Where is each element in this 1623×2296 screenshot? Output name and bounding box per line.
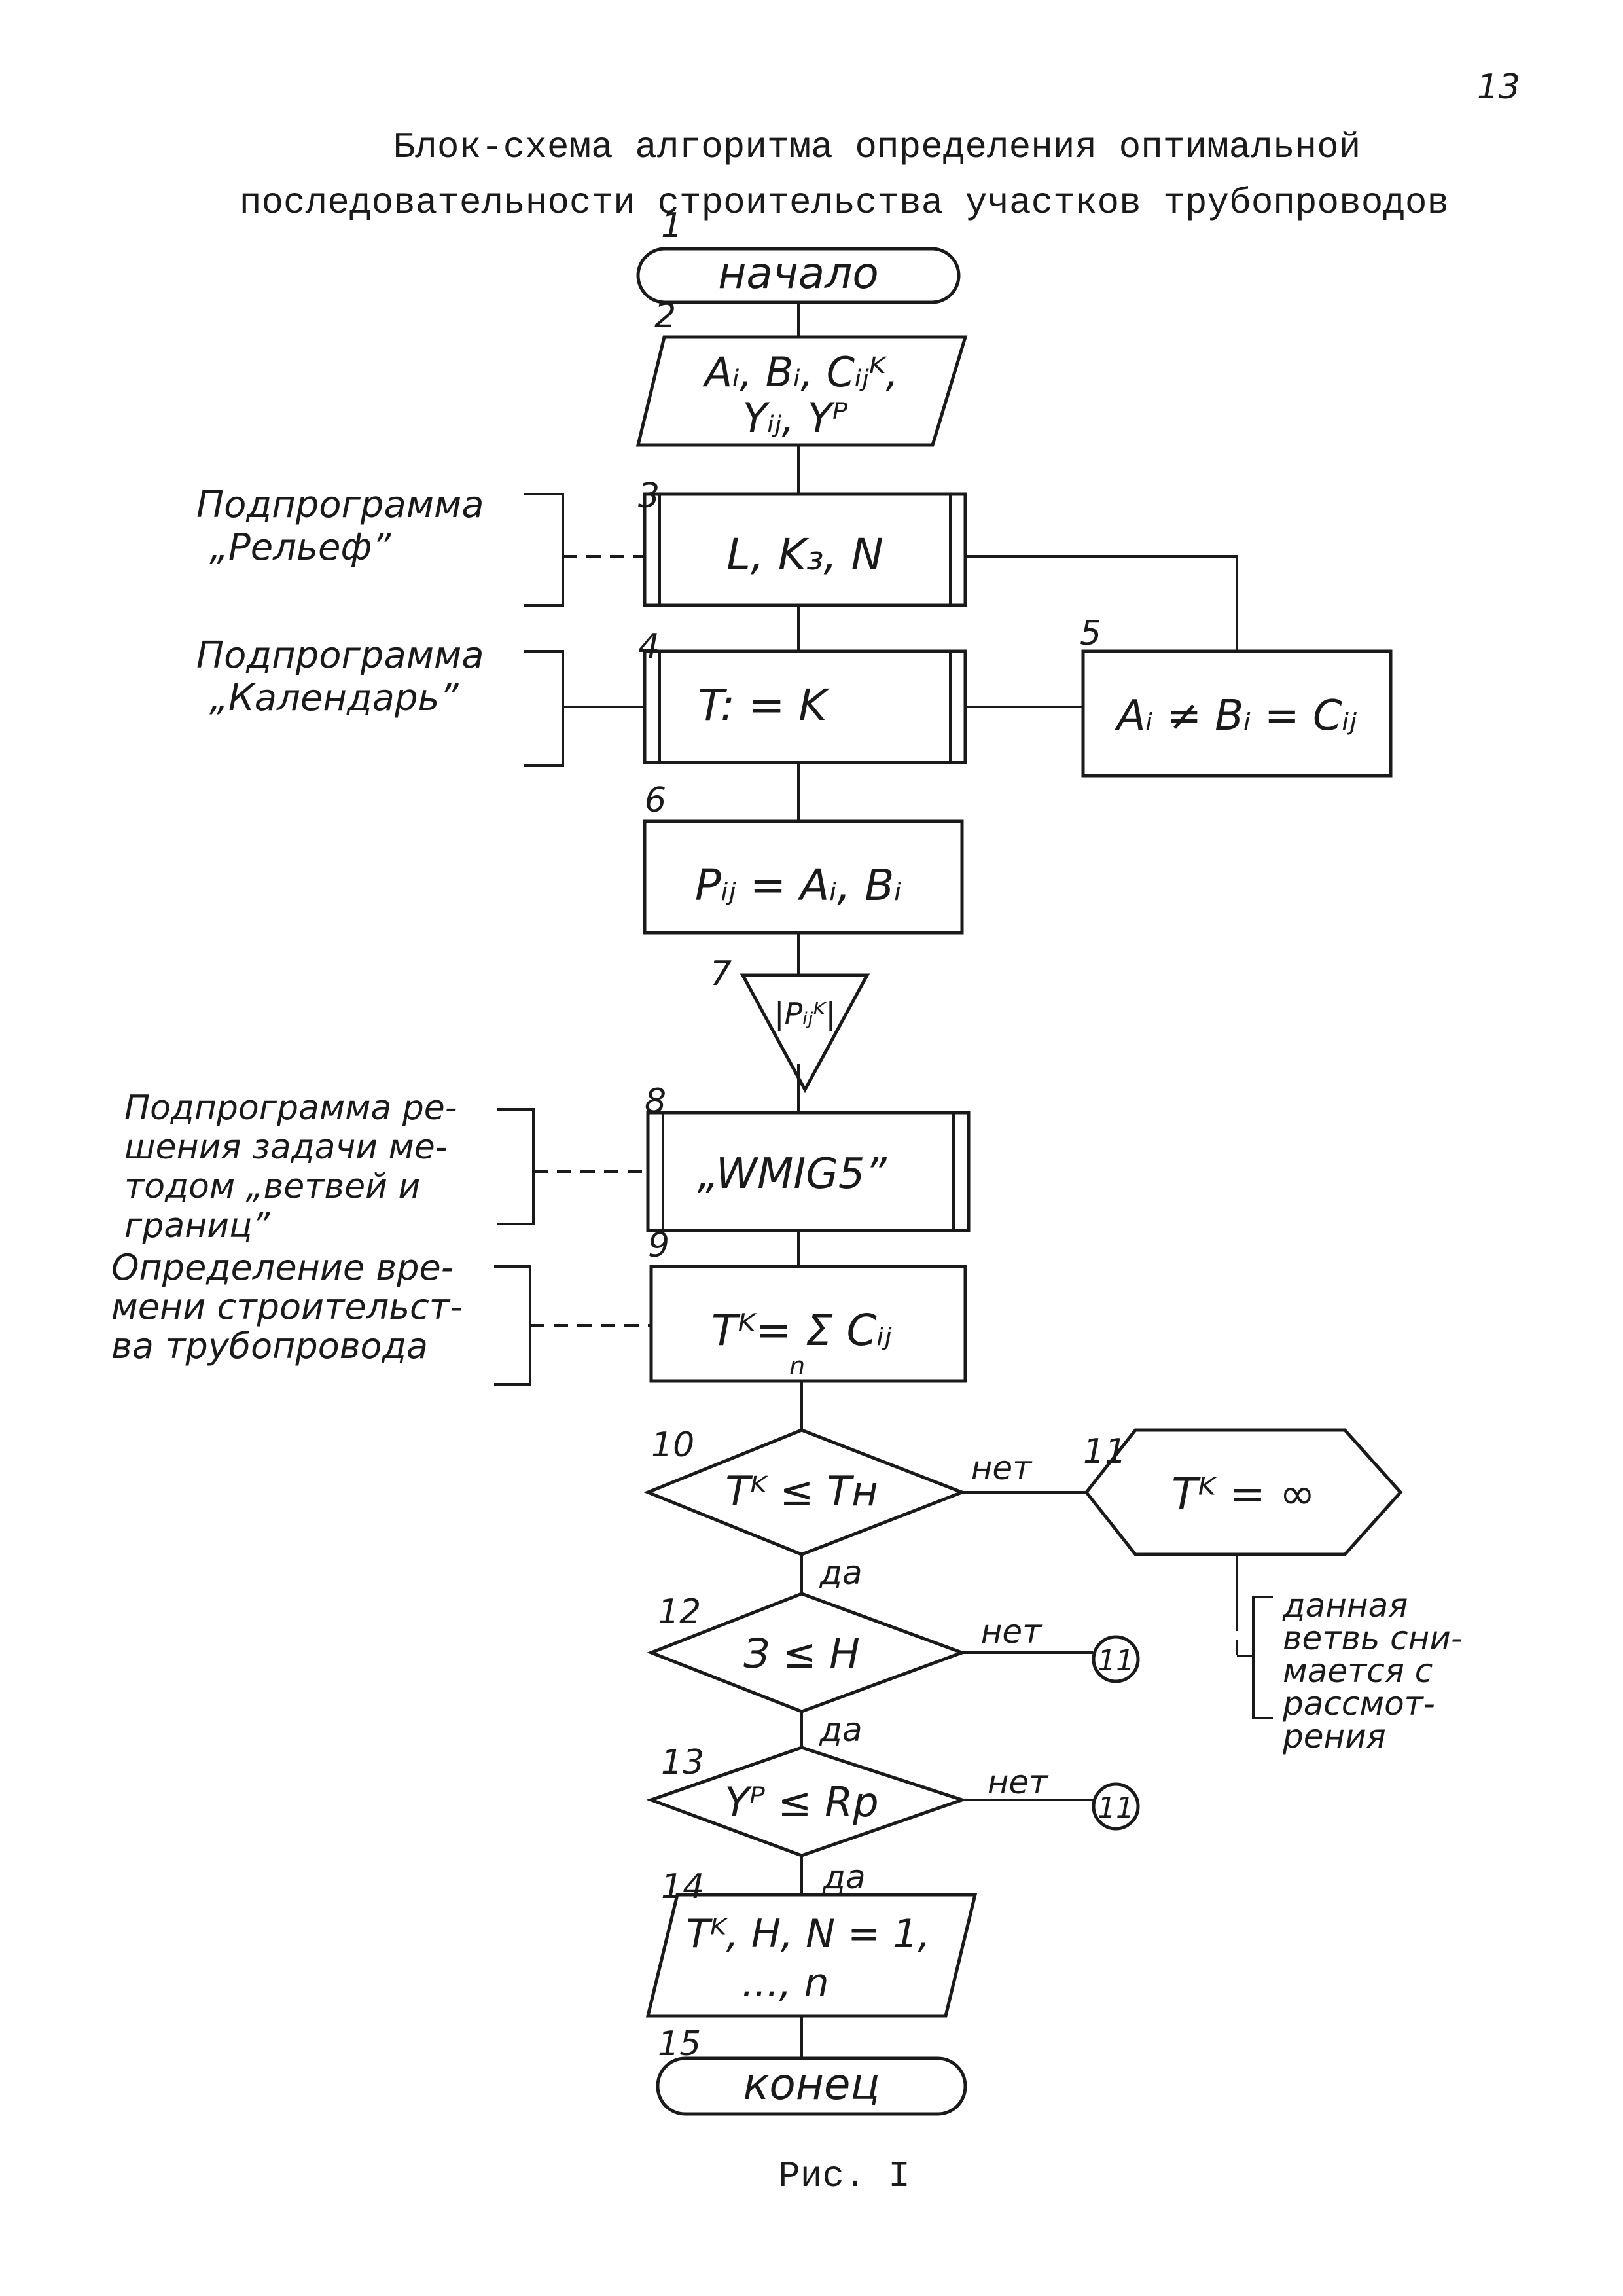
- comment-relief-line-2: „Рельеф”: [209, 526, 391, 569]
- comment-construction-time: Определение вре- мени строительст- ва тр…: [111, 1247, 651, 1386]
- block-13-no-label: нет: [988, 1763, 1049, 1801]
- block-13-decision: 13 Yᴾ ≤ Rр нет да: [646, 1743, 1049, 1896]
- connector-12-label: 11: [1097, 1644, 1134, 1677]
- flow-lines: [797, 302, 1238, 2058]
- block-6-number: 6: [645, 781, 666, 820]
- block-1-label: начало: [718, 248, 879, 298]
- block-8-label: „WMIG5”: [697, 1150, 887, 1198]
- comment-relief-line-1: Подпрограмма: [196, 484, 484, 526]
- block-8-subroutine: 8 „WMIG5”: [645, 1082, 971, 1232]
- block-13-number: 13: [661, 1743, 704, 1782]
- connector-13-label: 11: [1097, 1791, 1134, 1825]
- comment-calendar-line-1: Подпрограмма: [196, 634, 484, 677]
- block-15-label: конец: [743, 2059, 880, 2109]
- page-number: 13: [1477, 67, 1520, 107]
- comment-removed-line-4: рассмот-: [1282, 1685, 1435, 1723]
- comment-relief: Подпрограмма „Рельеф”: [196, 484, 645, 607]
- block-13-yes-label: да: [822, 1858, 865, 1896]
- block-9-label: Tᴷ= Σ Cᵢⱼ: [711, 1305, 892, 1355]
- block-13-label: Yᴾ ≤ Rр: [724, 1778, 878, 1826]
- comment-time-line-2: мени строительст-: [111, 1286, 463, 1327]
- block-7-number: 7: [710, 954, 732, 994]
- block-10-no-label: нет: [971, 1449, 1033, 1487]
- block-4-label: T: = K: [698, 680, 830, 730]
- title-line-1: Блок-схема алгоритма определения оптимал…: [393, 126, 1361, 168]
- comment-bnb-line-4: границ”: [124, 1206, 270, 1246]
- comment-removed-line-2: ветвь сни-: [1283, 1619, 1463, 1657]
- comment-calendar: Подпрограмма „Календарь”: [196, 634, 645, 767]
- block-3-number: 3: [638, 476, 660, 516]
- block-4-number: 4: [638, 627, 660, 666]
- block-5-process: 5 Aᵢ ≠ Bᵢ = Cᵢⱼ: [1080, 614, 1393, 778]
- block-10-decision: 10 Tᴷ ≤ Tн нет да: [643, 1426, 1033, 1592]
- comment-bnb-line-1: Подпрограмма ре-: [124, 1088, 457, 1128]
- block-12-number: 12: [658, 1592, 701, 1632]
- block-1-start: 1 начало: [636, 206, 961, 304]
- block-1-number: 1: [661, 206, 683, 245]
- block-9-number: 9: [648, 1226, 669, 1265]
- comment-removed-line-5: рения: [1282, 1717, 1386, 1755]
- block-11-number: 11: [1083, 1432, 1126, 1471]
- block-4-subroutine: 4 T: = K: [638, 627, 967, 764]
- block-5-number: 5: [1080, 614, 1101, 653]
- block-11-preparation: 11 Tᴷ = ∞: [1083, 1428, 1403, 1556]
- title-line-2: последовательности строительства участко…: [240, 182, 1449, 224]
- block-14-line-2: ..., n: [741, 1960, 829, 2006]
- figure-caption: Рис. I: [778, 2155, 910, 2197]
- block-3-label: L, K₃, N: [726, 529, 883, 580]
- block-14-output: 14 Tᴷ, H, N = 1, ..., n: [645, 1867, 978, 2018]
- block-12-label: З ≤ H: [743, 1630, 860, 1677]
- block-10-label: Tᴷ ≤ Tн: [725, 1467, 878, 1515]
- comment-bnb-line-2: шения задачи ме-: [124, 1128, 448, 1167]
- block-14-number: 14: [661, 1867, 704, 1907]
- block-15-end: 15 конец: [656, 2024, 967, 2116]
- block-12-yes-label: да: [819, 1711, 862, 1749]
- block-5-label: Aᵢ ≠ Bᵢ = Cᵢⱼ: [1115, 692, 1357, 740]
- block-6-process: 6 Pᵢⱼ = Aᵢ, Bᵢ: [643, 781, 964, 935]
- block-14-line-1: Tᴷ, H, N = 1,: [686, 1911, 930, 1957]
- block-7-extract: 7 |Pᵢⱼᴷ|: [710, 954, 870, 1094]
- comment-time-line-3: ва трубопровода: [111, 1325, 428, 1367]
- comment-removed-line-3: мается с: [1283, 1652, 1433, 1690]
- block-12-decision: 12 З ≤ H нет да: [647, 1592, 1043, 1749]
- block-2-number: 2: [654, 296, 676, 336]
- comment-time-line-1: Определение вре-: [111, 1247, 454, 1288]
- block-10-yes-label: да: [819, 1554, 862, 1592]
- comment-branch-removed: данная ветвь сни- мается с рассмот- рени…: [1236, 1587, 1463, 1755]
- block-3-subroutine: 3 L, K₃, N: [638, 476, 967, 607]
- comment-branch-and-bound: Подпрограмма ре- шения задачи ме- тодом …: [124, 1088, 648, 1246]
- block-10-number: 10: [651, 1426, 694, 1465]
- comment-removed-line-1: данная: [1282, 1587, 1408, 1624]
- block-6-label: Pᵢⱼ = Aᵢ, Bᵢ: [695, 860, 902, 910]
- block-9-process: 9 Tᴷ= Σ Cᵢⱼ n: [648, 1226, 967, 1383]
- connector-12: 11: [1092, 1635, 1140, 1683]
- block-15-number: 15: [658, 2024, 701, 2064]
- block-8-number: 8: [645, 1082, 666, 1121]
- block-9-sum-index: n: [789, 1352, 805, 1380]
- block-7-label: |Pᵢⱼᴷ|: [774, 996, 836, 1032]
- comment-bnb-line-3: тодом „ветвей и: [124, 1167, 420, 1206]
- block-11-label: Tᴷ = ∞: [1171, 1469, 1315, 1519]
- comment-calendar-line-2: „Календарь”: [209, 677, 459, 719]
- block-12-no-label: нет: [981, 1613, 1043, 1651]
- block-2-input: 2 Aᵢ, Bᵢ, Cᵢⱼᴷ, Yᵢⱼ, Yᴾ: [635, 296, 968, 447]
- block-2-line-2: Yᵢⱼ, Yᴾ: [743, 394, 848, 442]
- block-2-line-1: Aᵢ, Bᵢ, Cᵢⱼᴷ,: [702, 348, 899, 396]
- connector-13: 11: [1092, 1782, 1140, 1831]
